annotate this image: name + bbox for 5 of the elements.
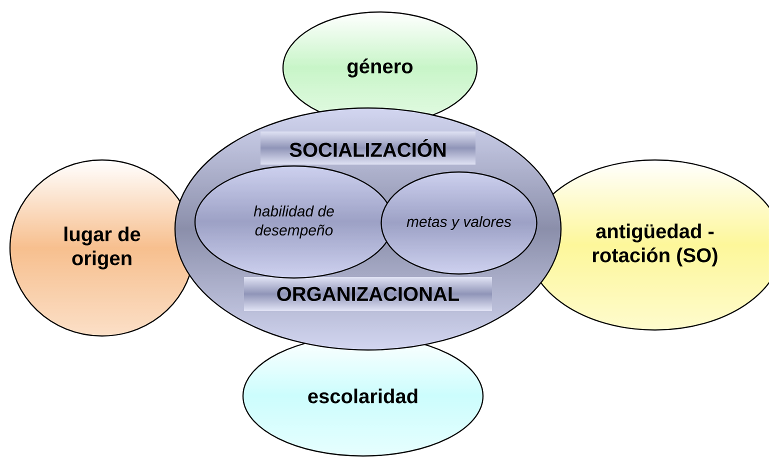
- heading-label: ORGANIZACIONAL: [277, 286, 460, 302]
- heading-label: SOCIALIZACIÓN: [290, 139, 446, 157]
- ellipse-node: género: [282, 11, 478, 125]
- ellipse-node: escolaridad: [242, 335, 484, 457]
- ellipse-node: lugar de origen: [9, 159, 195, 337]
